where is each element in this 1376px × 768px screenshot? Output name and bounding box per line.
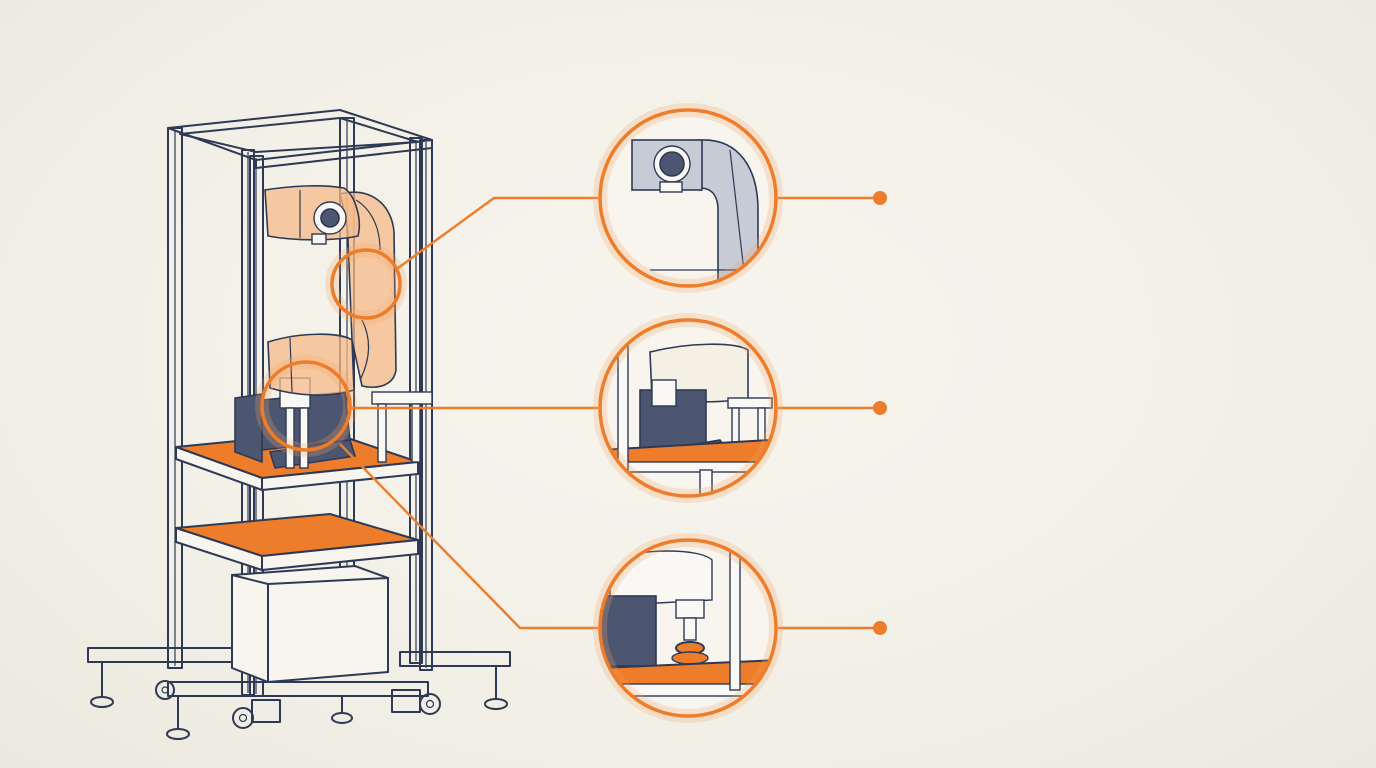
model-highlight-elbow	[325, 243, 407, 325]
middle-shelf	[175, 512, 419, 572]
base-outriggers	[87, 647, 511, 740]
callout-base-mount	[593, 313, 887, 503]
leveling-foot	[166, 695, 190, 740]
robot-pedestal	[234, 377, 433, 469]
controller-cabinet	[231, 564, 389, 684]
caster-wheel	[155, 680, 175, 700]
leveling-foot	[90, 661, 114, 708]
leader-lines	[339, 196, 880, 630]
callout-endpoint-dot	[873, 621, 887, 635]
callout-endpoint-dot	[873, 401, 887, 415]
callout-tool	[593, 533, 887, 723]
caster-wheel	[391, 689, 441, 715]
caster-wheel	[232, 699, 281, 729]
callout-elbow-joint	[593, 103, 887, 293]
callout-endpoint-dot	[873, 191, 887, 205]
tool-flange	[311, 201, 347, 245]
model-highlight-base	[255, 355, 357, 457]
leveling-foot	[331, 695, 353, 724]
leveling-foot	[484, 665, 508, 710]
robot-arm	[264, 185, 397, 396]
